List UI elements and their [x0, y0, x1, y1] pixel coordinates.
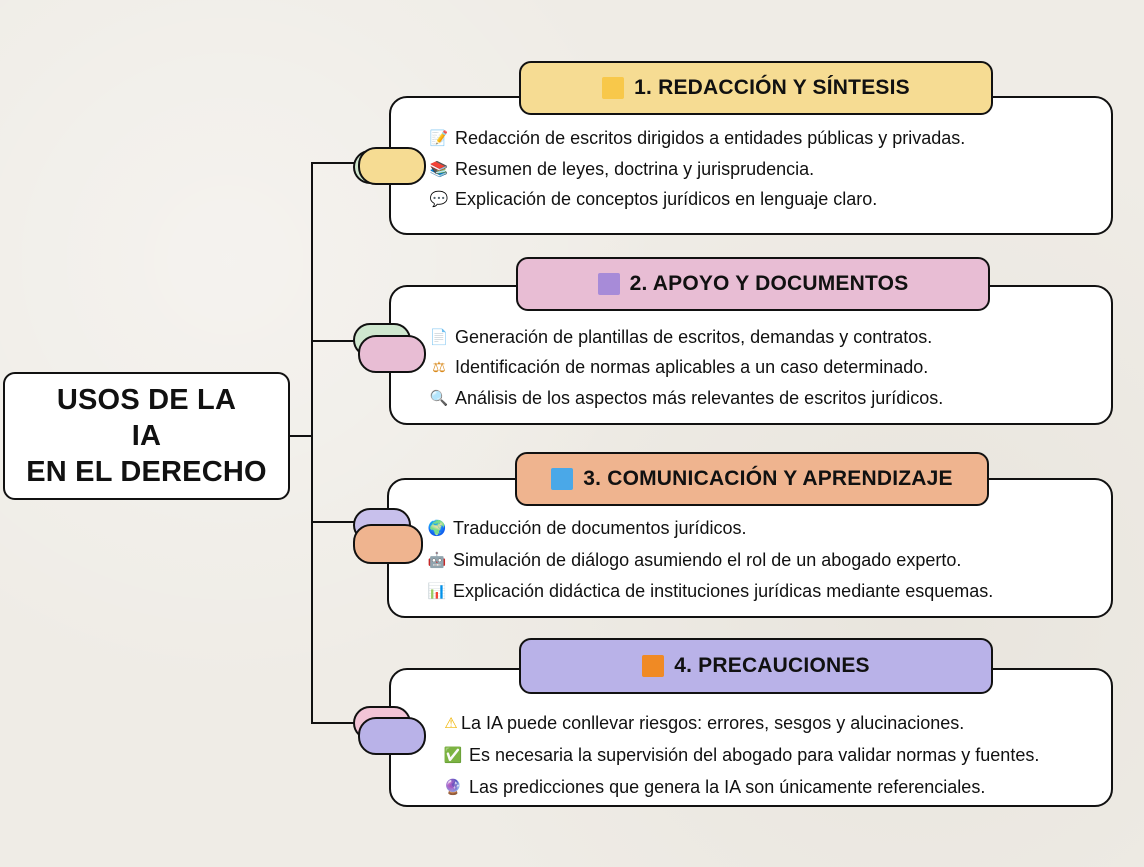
central-title-line-3: EN EL DERECHO: [26, 456, 267, 488]
crystal-ball-icon: 🔮: [443, 778, 463, 796]
section-2-item-2-text: Identificación de normas aplicables a un…: [455, 357, 929, 377]
section-4-connector-pill: [358, 717, 426, 755]
section-1-box: 📝 Redacción de escritos dirigidos a enti…: [389, 96, 1113, 235]
branch-line-2: [311, 340, 361, 342]
central-title-line-1: USOS DE LA: [56, 384, 237, 416]
central-topic-node: USOS DE LA IA EN EL DERECHO: [3, 372, 290, 500]
section-3-item-1: 🌍 Traducción de documentos jurídicos.: [427, 518, 747, 539]
document-icon: 📄: [429, 328, 449, 346]
central-title-line-2: IA: [131, 420, 162, 452]
section-3-connector-pill: [353, 524, 423, 564]
robot-icon: 🤖: [427, 551, 447, 569]
section-3-item-3-text: Explicación didáctica de instituciones j…: [453, 581, 994, 601]
blue-square-icon: [551, 468, 574, 490]
section-4-item-3-text: Las predicciones que genera la IA son ún…: [469, 777, 986, 797]
yellow-square-icon: [602, 77, 625, 99]
memo-icon: 📝: [429, 129, 449, 147]
section-3-box: 🌍 Traducción de documentos jurídicos. 🤖 …: [387, 478, 1113, 618]
section-4-title: 4. PRECAUCIONES: [674, 654, 870, 677]
section-3-item-2-text: Simulación de diálogo asumiendo el rol d…: [453, 550, 962, 570]
section-3-title: 3. COMUNICACIÓN Y APRENDIZAJE: [583, 467, 953, 490]
main-connector-line: [290, 435, 312, 437]
section-4-item-3: 🔮 Las predicciones que genera la IA son …: [443, 777, 986, 798]
warning-icon: ⚠: [444, 714, 458, 732]
branch-line-4: [311, 722, 361, 724]
branch-line-1: [311, 162, 361, 164]
section-2-header: 2. APOYO Y DOCUMENTOS: [516, 257, 990, 311]
branch-line-3: [311, 521, 361, 523]
section-3-item-3: 📊 Explicación didáctica de instituciones…: [427, 581, 994, 602]
section-1-header: 1. REDACCIÓN Y SÍNTESIS: [519, 61, 993, 115]
bar-chart-icon: 📊: [427, 582, 447, 600]
magnifier-icon: 🔍: [429, 389, 449, 407]
section-2-item-1-text: Generación de plantillas de escritos, de…: [455, 327, 933, 347]
speech-bubble-icon: 💬: [429, 190, 449, 208]
section-2-item-3-text: Análisis de los aspectos más relevantes …: [455, 388, 944, 408]
section-2-item-2: ⚖ Identificación de normas aplicables a …: [429, 357, 928, 378]
section-1-item-3-text: Explicación de conceptos jurídicos en le…: [455, 189, 878, 209]
section-2-title: 2. APOYO Y DOCUMENTOS: [629, 272, 909, 295]
vertical-trunk-line: [311, 162, 313, 724]
section-4-item-2: ✅ Es necesaria la supervisión del abogad…: [443, 745, 1040, 766]
globe-icon: 🌍: [427, 519, 447, 537]
section-3-item-1-text: Traducción de documentos jurídicos.: [453, 518, 747, 538]
section-1-connector-pill: [358, 147, 426, 185]
section-1-item-1-text: Redacción de escritos dirigidos a entida…: [455, 128, 966, 148]
section-3-item-2: 🤖 Simulación de diálogo asumiendo el rol…: [427, 550, 962, 571]
section-2-item-3: 🔍 Análisis de los aspectos más relevante…: [429, 388, 944, 409]
balance-scale-icon: ⚖: [432, 358, 446, 376]
section-4-item-1-text: La IA puede conllevar riesgos: errores, …: [461, 713, 965, 733]
purple-square-icon: [597, 273, 620, 295]
section-1-item-1: 📝 Redacción de escritos dirigidos a enti…: [429, 128, 966, 149]
section-2-item-1: 📄 Generación de plantillas de escritos, …: [429, 327, 933, 348]
section-3-header: 3. COMUNICACIÓN Y APRENDIZAJE: [515, 452, 989, 506]
section-1-item-2: 📚 Resumen de leyes, doctrina y jurisprud…: [429, 159, 815, 180]
section-4-item-1: ⚠ La IA puede conllevar riesgos: errores…: [443, 713, 964, 734]
orange-square-icon: [642, 655, 665, 677]
section-2-connector-pill: [358, 335, 426, 373]
section-1-title: 1. REDACCIÓN Y SÍNTESIS: [634, 76, 910, 99]
section-1-item-3: 💬 Explicación de conceptos jurídicos en …: [429, 189, 878, 210]
books-icon: 📚: [429, 160, 449, 178]
section-1-item-2-text: Resumen de leyes, doctrina y jurispruden…: [455, 159, 815, 179]
section-4-box: ⚠ La IA puede conllevar riesgos: errores…: [389, 668, 1113, 807]
section-4-item-2-text: Es necesaria la supervisión del abogado …: [469, 745, 1040, 765]
check-mark-icon: ✅: [443, 746, 463, 764]
section-4-header: 4. PRECAUCIONES: [519, 638, 993, 694]
